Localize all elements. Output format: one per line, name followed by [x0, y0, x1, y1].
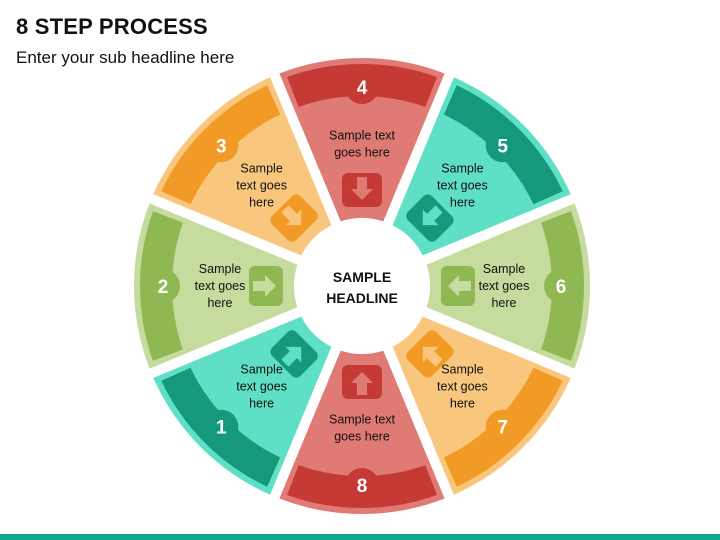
- step-1-number-badge: [204, 409, 239, 444]
- step-5-arrow-icon: [406, 194, 454, 242]
- step-6-number-badge: [544, 269, 578, 303]
- step-1-arrow-icon: [270, 330, 318, 378]
- step-4-number: 4: [357, 78, 368, 99]
- step-3-number: 3: [216, 136, 227, 157]
- step-7-arrow-icon: [406, 330, 454, 378]
- step-3-arrow-icon: [270, 194, 318, 242]
- step-5-number: 5: [497, 136, 508, 157]
- step-8-arrow-icon: [342, 365, 382, 399]
- step-5-number-badge: [485, 128, 520, 163]
- page-title: 8 STEP PROCESS: [16, 14, 208, 39]
- step-7-number-badge: [485, 409, 520, 444]
- step-3-number-badge: [204, 128, 239, 163]
- step-4-arrow-icon: [342, 173, 382, 207]
- step-8-number: 8: [357, 476, 368, 497]
- step-6-number: 6: [556, 277, 567, 298]
- step-7-number: 7: [497, 418, 508, 439]
- step-2-number-badge: [146, 269, 180, 303]
- step-2-arrow-icon: [249, 266, 283, 306]
- step-2-number: 2: [158, 277, 169, 298]
- step-1-number: 1: [216, 418, 227, 439]
- step-8-number-badge: [345, 468, 379, 502]
- page-subtitle: Enter your sub headline here: [16, 48, 235, 67]
- bottom-accent-bar: [0, 534, 720, 540]
- step-4-number-badge: [345, 70, 379, 104]
- step-6-arrow-icon: [441, 266, 475, 306]
